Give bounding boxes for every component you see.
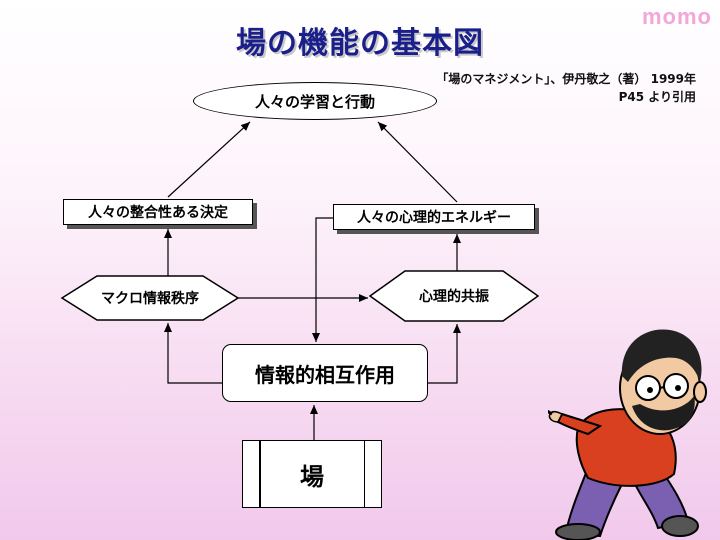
presenter-cartoon — [548, 329, 707, 540]
node-decision: 人々の整合性ある決定 — [63, 199, 253, 225]
arrow-decision-to-learning — [167, 121, 251, 198]
arrow-interaction-to-macro — [164, 323, 222, 384]
citation: 「場のマネジメント」、伊丹敬之（著） 1999年 P45 より引用 — [436, 70, 696, 106]
node-energy: 人々の心理的エネルギー — [333, 204, 535, 230]
resonance-hexagon — [368, 270, 540, 322]
node-resonance: 心理的共振 — [419, 289, 489, 305]
node-ba: 場 — [242, 440, 382, 508]
ba-left-bar — [259, 441, 261, 507]
ba-right-bar — [363, 441, 365, 507]
citation-line-1: 「場のマネジメント」、伊丹敬之（著） 1999年 — [436, 72, 696, 86]
node-interaction: 情報的相互作用 — [222, 344, 428, 402]
arrow-energy-to-interaction — [312, 217, 333, 342]
ba-label: 場 — [300, 462, 324, 491]
arrow-interaction-to-resonance — [428, 324, 461, 384]
node-macro: マクロ情報秩序 — [101, 291, 199, 307]
page-title: 場の機能の基本図 — [236, 26, 484, 61]
citation-line-2: P45 より引用 — [618, 90, 696, 104]
brand-logo: momo — [642, 4, 712, 29]
node-learning: 人々の学習と行動 — [193, 82, 437, 120]
arrow-energy-to-learning — [377, 121, 458, 203]
